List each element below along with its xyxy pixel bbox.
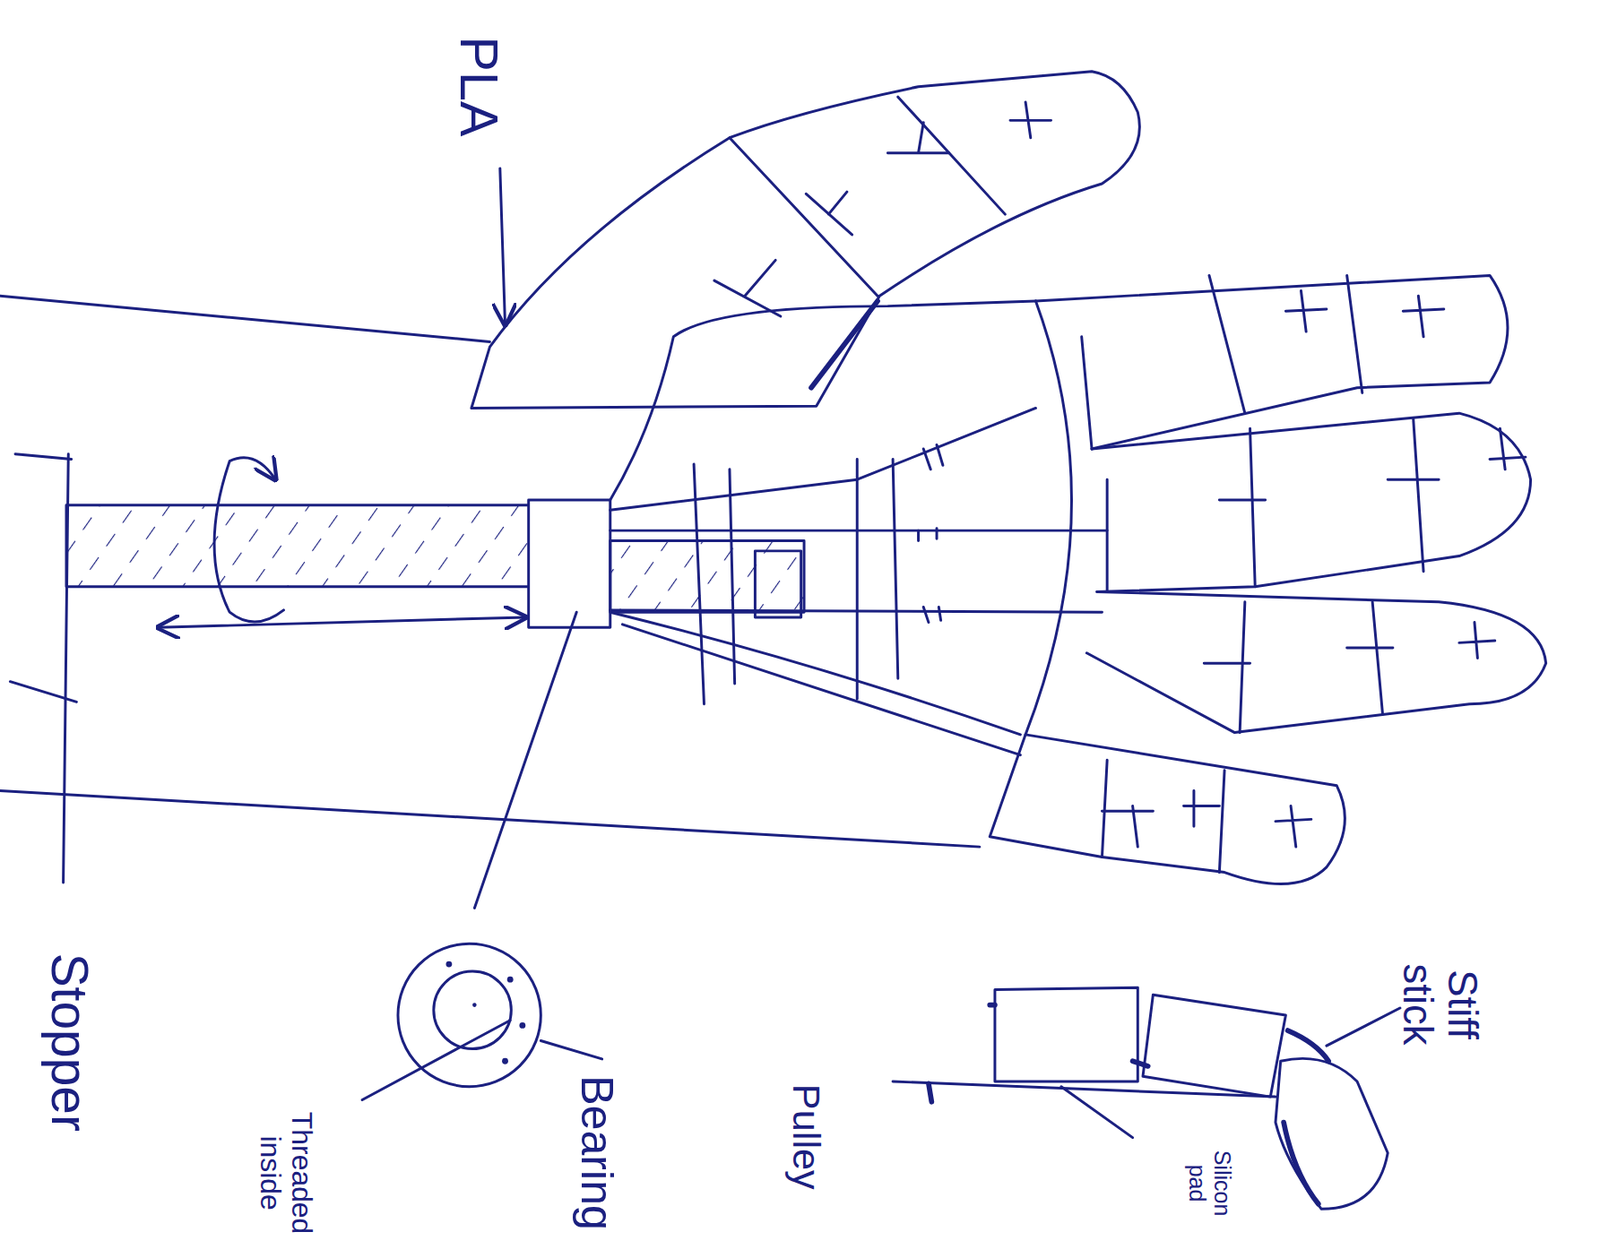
wrist-screw-stroke <box>66 505 531 588</box>
finger-detail-stroke <box>1288 1030 1330 1062</box>
motion-arrows <box>157 458 526 629</box>
thumb-stroke <box>898 96 1006 215</box>
bearing-detail-stroke <box>507 977 514 984</box>
fingers-stroke <box>1091 413 1531 592</box>
bearing-detail <box>397 943 541 1087</box>
thumb-stroke <box>887 122 949 154</box>
palm <box>610 301 1073 736</box>
leader-line-stroke <box>540 1040 602 1059</box>
wrist-screw-stroke <box>754 551 801 618</box>
bearing-detail-stroke <box>433 971 512 1050</box>
stopper-stroke <box>15 454 72 460</box>
finger-detail-stroke <box>1275 1058 1388 1210</box>
thumb-stroke <box>811 301 878 389</box>
palm-stroke <box>1025 301 1072 736</box>
forearm-outline-stroke <box>0 790 980 848</box>
palm-stroke <box>610 612 1021 736</box>
part-label: Threaded inside <box>253 1101 317 1246</box>
forearm-outline-stroke <box>0 295 490 342</box>
finger-detail-stroke <box>994 987 1138 1082</box>
leader-line-stroke <box>362 1020 511 1101</box>
finger-detail-stroke <box>928 1005 1149 1103</box>
leader-line-stroke <box>1326 1008 1401 1047</box>
fingers-stroke <box>1107 418 1424 593</box>
bearing-detail-stroke <box>397 943 541 1087</box>
fingers-stroke <box>1285 291 1444 338</box>
wrist-screw-stroke <box>918 444 943 623</box>
part-label: Stiff stick <box>1393 934 1484 1077</box>
part-label: PLA <box>449 36 509 138</box>
finger-detail-stroke <box>1142 994 1286 1098</box>
fingers-stroke <box>1035 275 1508 450</box>
stopper-stroke <box>9 682 77 703</box>
leader-line <box>362 168 1401 1139</box>
fingers-stroke <box>1081 275 1363 450</box>
motion-arrows-stroke <box>157 617 526 628</box>
leader-line-stroke <box>500 168 506 325</box>
bearing-detail-stroke <box>445 961 452 969</box>
fingers-stroke <box>1203 602 1393 734</box>
thumb-stroke <box>714 259 781 317</box>
part-label: Bearing <box>571 1075 622 1231</box>
wrist-screw-stroke <box>610 407 1108 755</box>
motion-arrows-stroke <box>214 458 284 623</box>
fingers-stroke <box>1101 760 1225 873</box>
leader-line-stroke <box>474 612 577 909</box>
fingers-stroke <box>1219 428 1526 501</box>
thumb-stroke <box>805 191 852 235</box>
leader-line-stroke <box>1061 1087 1133 1139</box>
bearing-detail-stroke <box>501 1058 509 1065</box>
part-label: Silicon pad <box>1184 1139 1234 1229</box>
finger-detail-stroke <box>892 1081 1276 1098</box>
part-label: Pulley <box>784 1084 828 1191</box>
fingers <box>989 275 1546 884</box>
palm-stroke <box>610 301 1037 501</box>
thumb-stroke <box>1010 102 1052 139</box>
fingers-stroke <box>1086 591 1546 733</box>
finger-detail <box>892 987 1388 1210</box>
wrist-screw <box>66 407 1108 755</box>
stopper <box>9 454 77 883</box>
thumb-stroke <box>471 71 1140 409</box>
bearing-detail-stroke <box>472 1003 477 1008</box>
bearing-detail-stroke <box>518 1022 526 1030</box>
thumb-stroke <box>729 138 878 296</box>
part-label: Stopper <box>41 953 98 1133</box>
fingers-stroke <box>989 735 1345 885</box>
fingers-stroke <box>1184 790 1312 848</box>
fingers-stroke <box>1459 622 1496 659</box>
finger-detail-stroke <box>1283 1123 1319 1205</box>
thumb <box>471 71 1140 409</box>
wrist-screw-stroke <box>528 500 611 628</box>
stopper-stroke <box>63 454 70 883</box>
